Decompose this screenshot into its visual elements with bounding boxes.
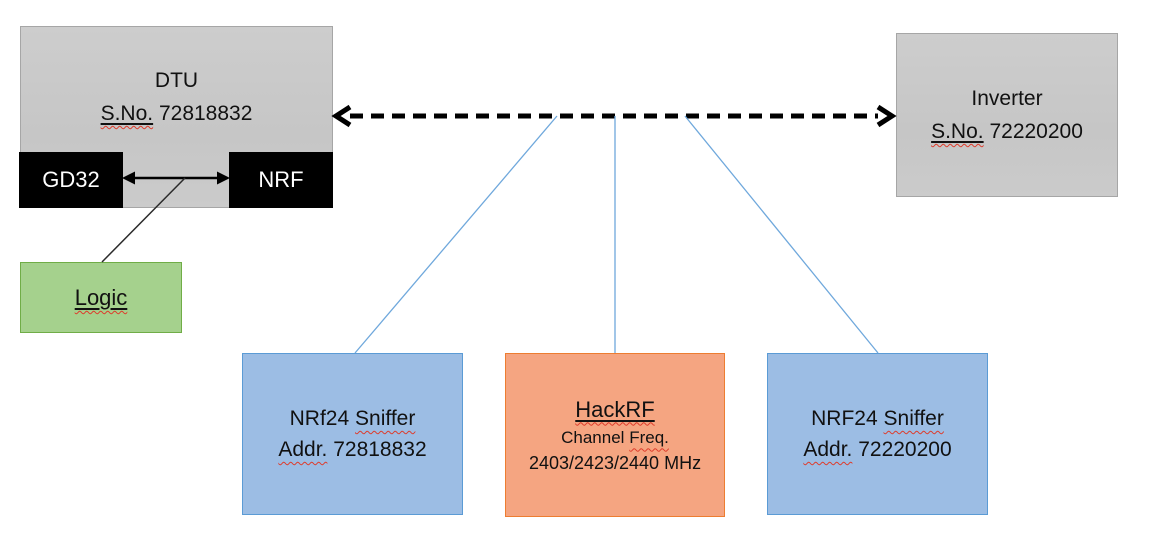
hackrf-channel-word: Channel — [561, 427, 625, 447]
sniffer-right-addr: Addr. 72220200 — [803, 434, 951, 465]
hackrf-channel-label: Channel Freq. — [561, 425, 669, 451]
dtu-inverter-dashed-arrow — [331, 104, 897, 128]
inverter-serial: S.No. 72220200 — [931, 115, 1083, 148]
sniffer-right-addr-label: Addr. — [803, 438, 853, 461]
logic-box: Logic — [20, 262, 182, 333]
sniffer-left-name-prefix: NRf24 — [289, 407, 350, 430]
nrf-chip: NRF — [229, 152, 333, 208]
sniffer-left-addr-label: Addr. — [278, 438, 328, 461]
sniffer-right-name-prefix: NRF24 — [811, 407, 878, 430]
dtu-serial-label: S.No. — [100, 102, 154, 125]
hackrf-frequencies: 2403/2423/2440 MHz — [528, 452, 702, 473]
dtu-serial: S.No. 72818832 — [101, 97, 253, 130]
inverter-box: Inverter S.No. 72220200 — [896, 33, 1118, 197]
hackrf-title: HackRF — [575, 395, 654, 425]
sniffer-right-box: NRF24 Sniffer Addr. 72220200 — [767, 353, 988, 515]
dtu-serial-value: 72818832 — [158, 102, 253, 125]
sniffer-left-name: NRf24 Sniffer — [290, 403, 416, 434]
sniffer-left-box: NRf24 Sniffer Addr. 72818832 — [242, 353, 463, 515]
hackrf-title-text: HackRF — [575, 396, 655, 422]
dtu-title: DTU — [154, 69, 199, 92]
gd32-label: GD32 — [42, 167, 100, 192]
sniffer-right-name: NRF24 Sniffer — [811, 403, 944, 434]
hackrf-box: HackRF Channel Freq. 2403/2423/2440 MHz — [505, 353, 725, 517]
sniffer-left-connector-line — [354, 115, 558, 354]
inverter-title: Inverter — [971, 87, 1043, 110]
sniffer-left-addr: Addr. 72818832 — [278, 434, 426, 465]
sniffer-left-name-word: Sniffer — [355, 407, 416, 430]
sniffer-left-addr-value: 72818832 — [333, 438, 427, 461]
logic-label: Logic — [74, 285, 128, 310]
inverter-serial-value: 72220200 — [989, 120, 1083, 143]
inverter-serial-label: S.No. — [931, 120, 984, 143]
sniffer-right-name-word: Sniffer — [883, 407, 944, 430]
gd32-chip: GD32 — [19, 152, 123, 208]
nrf-label: NRF — [258, 167, 304, 192]
sniffer-right-addr-value: 72220200 — [858, 438, 952, 461]
hackrf-freq-word: Freq. — [629, 427, 669, 447]
sniffer-right-connector-line — [684, 115, 879, 354]
